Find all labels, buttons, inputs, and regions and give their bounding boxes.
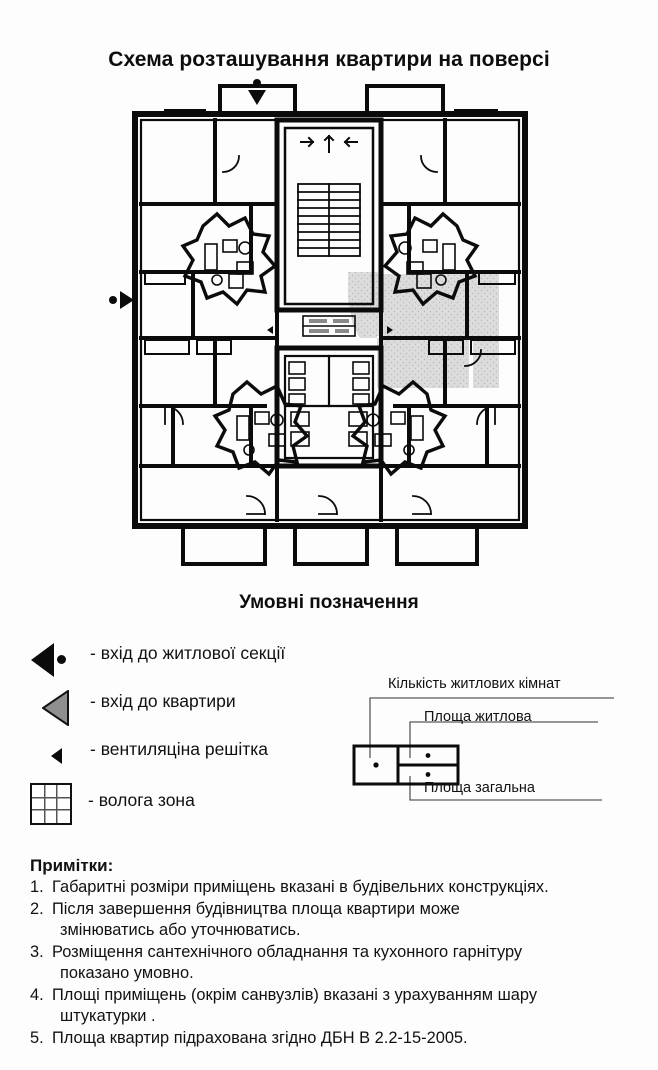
area-callout-diagram: Кількість житлових кімнат Площа житлова … [346, 676, 646, 806]
note-text: Площа квартир підрахована згідно ДБН В 2… [52, 1028, 468, 1047]
note-item: 2. Після завершення будівництва площа кв… [30, 899, 642, 942]
highlighted-apartment [348, 272, 499, 388]
note-number: 3. [30, 942, 44, 961]
floor-plan-drawing [109, 79, 528, 566]
legend-label-ventilation-grille: - вентиляціна решітка [90, 739, 269, 759]
legend-item-apartment-entrance: - вхід до квартири [28, 688, 378, 736]
page-title: Схема розташування квартири на поверсі [108, 48, 550, 71]
note-item: 4. Площі приміщень (окрім санвузлів) вка… [30, 985, 642, 1028]
note-text: Розміщення сантехнічного обладнання та к… [52, 942, 523, 961]
bottom-balconies [181, 524, 479, 566]
legend-label-section-entrance: - вхід до житлової секції [90, 643, 286, 663]
central-core [274, 117, 384, 313]
section-entrance-icon [28, 640, 84, 680]
section-entrance-left-dot [109, 296, 117, 304]
notes-section: Примітки: 1. Габаритні розміри приміщень… [30, 856, 642, 1049]
right-wet-core-upper [382, 211, 480, 307]
callout-label-total-area: Площа загальна [424, 780, 535, 796]
callout-label-rooms: Кількість житлових кімнат [388, 676, 561, 692]
ventilation-grille-icon [28, 736, 84, 776]
legend-item-ventilation-grille: - вентиляціна решітка [28, 736, 378, 784]
note-number: 5. [30, 1028, 44, 1047]
note-item: 1. Габаритні розміри приміщень вказані в… [30, 877, 642, 899]
left-corridor-fixtures [144, 271, 232, 355]
central-service-block [274, 345, 384, 469]
note-text-line2: показано умовно. [60, 964, 194, 982]
left-wing-walls [139, 118, 279, 522]
legend-list: - вхід до житлової секції - вхід до квар… [28, 640, 378, 832]
note-text: Площі приміщень (окрім санвузлів) вказан… [52, 985, 538, 1004]
note-number: 2. [30, 899, 44, 918]
callout-label-living-area: Площа житлова [424, 709, 532, 725]
right-corridor-fixtures [428, 271, 516, 355]
lobby-arrows [300, 134, 358, 153]
windows [136, 109, 524, 527]
ventilation-grilles [267, 326, 393, 334]
area-callout-drawing [352, 697, 614, 801]
note-item: 3. Розміщення сантехнічного обладнання т… [30, 942, 642, 985]
core-level-label [302, 315, 356, 337]
legend-label-wet-zone: - волога зона [88, 790, 195, 810]
note-text-line2: штукатурки . [60, 1007, 156, 1025]
wet-zone-icon [28, 783, 86, 825]
right-wet-core-lower [350, 379, 448, 477]
note-text: Габаритні розміри приміщень вказані в бу… [52, 878, 549, 896]
note-item: 5. Площа квартир підрахована згідно ДБН … [30, 1028, 642, 1050]
legend-label-apartment-entrance: - вхід до квартири [90, 691, 236, 711]
staircase [297, 183, 361, 257]
legend-item-wet-zone: - волога зона [28, 783, 378, 832]
apartment-entrance-icon [28, 688, 84, 728]
left-wet-core-lower [212, 379, 310, 477]
legend-item-section-entrance: - вхід до житлової секції [28, 640, 378, 688]
floor-plan [105, 76, 555, 576]
note-text-line2: змінюватись або уточнюватись. [60, 921, 301, 939]
notes-heading: Примітки: [30, 856, 114, 875]
note-number: 4. [30, 985, 44, 1004]
legend-heading: Умовні позначення [239, 592, 419, 613]
door-swings [164, 155, 496, 515]
left-wet-core-upper [180, 211, 278, 307]
section-entrance-left-arrow [120, 291, 134, 309]
top-balconies [218, 84, 445, 116]
note-text: Після завершення будівництва площа кварт… [52, 899, 460, 918]
section-entrance-top-arrow [248, 90, 266, 105]
note-number: 1. [30, 878, 44, 896]
